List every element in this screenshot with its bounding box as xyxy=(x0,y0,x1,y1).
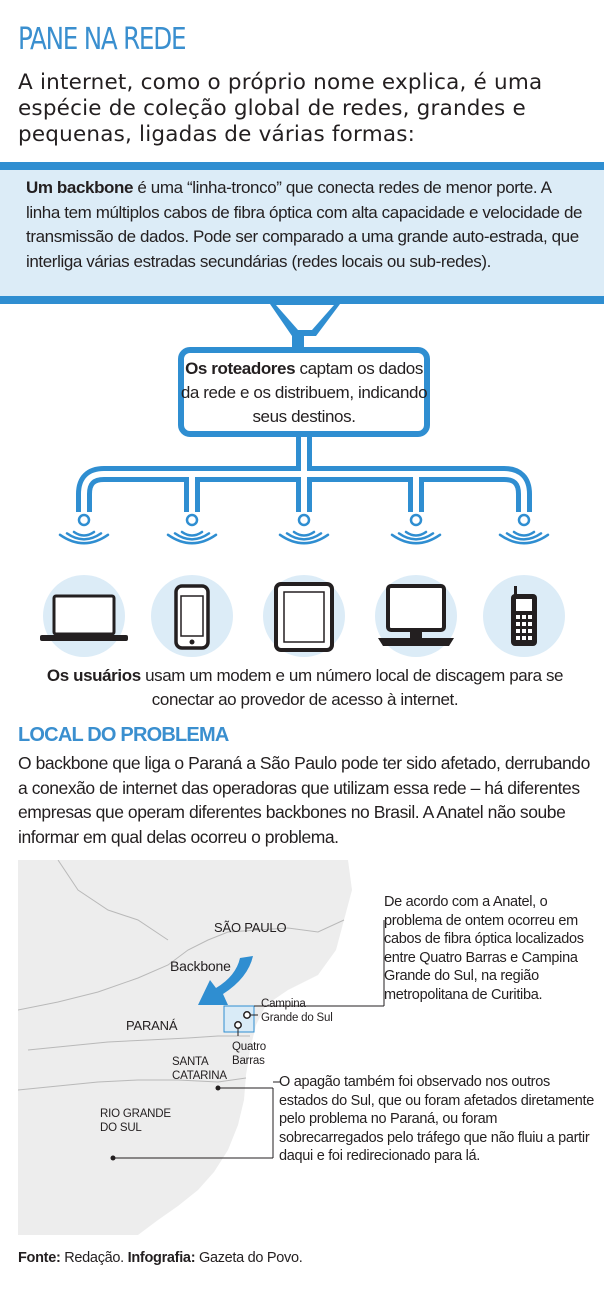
backbone-explanation: é uma “linha-tronco” que conecta redes d… xyxy=(26,178,583,271)
wifi-signal-icon xyxy=(58,513,110,545)
santa-catarina-label-line2: CATARINA xyxy=(172,1070,227,1082)
section-title: LOCAL DO PROBLEMA xyxy=(18,724,229,746)
campina-marker-icon xyxy=(243,1011,251,1019)
router-description: Os roteadores captam os dados da rede e … xyxy=(180,357,428,429)
land-mass xyxy=(18,860,352,1235)
source-credit: Fonte: Redação. Infografia: Gazeta do Po… xyxy=(18,1250,303,1266)
intro-text: A internet, como o próprio nome explica,… xyxy=(18,70,543,147)
sao-paulo-label: SÃO PAULO xyxy=(214,920,287,935)
quatro-barras-marker-icon xyxy=(234,1021,242,1029)
rio-grande-label-line1: RIO GRANDE xyxy=(100,1108,171,1120)
router-explanation: captam os dados da rede e os distribuem,… xyxy=(180,359,428,426)
router-branches-inner xyxy=(81,437,527,512)
curitiba-region-box xyxy=(223,1005,255,1033)
mobile-phone-icon xyxy=(511,586,537,646)
campina-label-line2: Grande do Sul xyxy=(261,1012,333,1024)
desktop-computer-icon xyxy=(378,584,454,646)
santa-catarina-label-line1: SANTA xyxy=(172,1056,209,1068)
source-label: Fonte: xyxy=(18,1250,61,1266)
router-panel xyxy=(178,347,430,437)
router-term: Os roteadores xyxy=(185,359,296,378)
backbone-route-arrow-icon xyxy=(198,956,253,1005)
page-title: PANE NA REDE xyxy=(18,22,186,57)
region-map xyxy=(18,860,390,1235)
backbone-panel xyxy=(0,162,604,304)
smartphone-icon xyxy=(174,584,210,650)
wifi-signal-icon xyxy=(390,513,442,545)
backbone-label: Backbone xyxy=(170,958,231,974)
source-value: Redação. xyxy=(60,1250,128,1266)
parana-label: PARANÁ xyxy=(126,1018,178,1033)
backbone-term: Um backbone xyxy=(26,178,134,197)
other-states-note: O apagão também foi observado nos outros… xyxy=(279,1074,594,1164)
users-description: Os usuários usam um modem e um número lo… xyxy=(18,664,592,712)
infographic-value: Gazeta do Povo. xyxy=(195,1250,303,1266)
campina-label-line1: Campina xyxy=(261,998,306,1010)
backbone-description: Um backbone é uma “linha-tronco” que con… xyxy=(26,176,586,274)
laptop-icon xyxy=(40,594,128,641)
wifi-signal-icon xyxy=(166,513,218,545)
wifi-signal-icon xyxy=(278,513,330,545)
infographic-label: Infografia: xyxy=(127,1250,196,1266)
device-circles xyxy=(40,575,565,657)
wifi-signal-icon xyxy=(498,513,550,545)
quatro-barras-label-line2: Barras xyxy=(232,1055,265,1067)
rio-grande-label-line2: DO SUL xyxy=(100,1122,142,1134)
wifi-signal-icons xyxy=(58,513,550,545)
quatro-barras-label-line1: Quatro xyxy=(232,1041,266,1053)
anatel-note: De acordo com a Anatel, o problema de on… xyxy=(384,894,584,1003)
network-diagram xyxy=(40,304,565,657)
users-explanation: usam um modem e um número local de disca… xyxy=(140,666,564,709)
users-term: Os usuários xyxy=(46,666,141,685)
tablet-icon xyxy=(274,582,334,652)
section-text: O backbone que liga o Paraná a São Paulo… xyxy=(18,753,590,847)
